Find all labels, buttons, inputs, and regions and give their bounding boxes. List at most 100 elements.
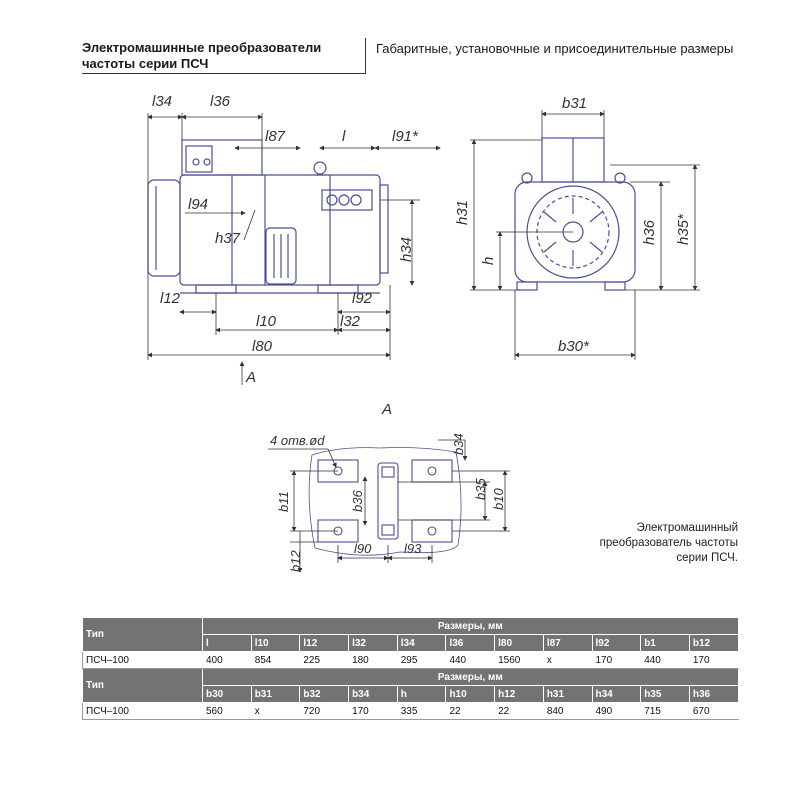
cell-value: 170 — [688, 651, 739, 669]
label-h35: h35* — [675, 213, 692, 245]
cell-value: 840 — [542, 702, 593, 720]
col-header: l80 — [494, 634, 544, 652]
label-h37: h37 — [215, 230, 241, 247]
cell-value: 440 — [445, 651, 496, 669]
label-l34: l34 — [152, 93, 172, 110]
col-header: h10 — [445, 685, 496, 703]
dimensions-table: Тип Размеры, мм l l10 l12 l32 l34 l36 l8… — [82, 617, 739, 720]
caption-line-3: серии ПСЧ. — [676, 552, 738, 564]
front-view — [514, 137, 636, 291]
cell-value: 225 — [299, 651, 350, 669]
label-arrow-a: A — [245, 369, 256, 386]
col-header: l92 — [591, 634, 642, 652]
header-divider — [365, 38, 366, 74]
detail-view-dimension-lines — [268, 439, 510, 573]
front-view-dimension-lines — [470, 110, 700, 360]
col-header: l — [202, 634, 252, 652]
label-b35: b35 — [473, 478, 488, 500]
side-view-labels: l34 l36 l87 l l91* l94 h37 h34 l12 l92 l… — [152, 93, 419, 386]
title-line-2: частоты серии ПСЧ — [82, 56, 209, 71]
table-row: ПСЧ–100 560 х 720 170 335 22 22 840 490 … — [82, 702, 739, 720]
label-b12: b12 — [288, 550, 303, 572]
col-header: h34 — [591, 685, 642, 703]
cell-value: х — [250, 702, 301, 720]
col-header: l34 — [396, 634, 447, 652]
label-l12: l12 — [160, 290, 181, 307]
side-view-dimension-lines — [147, 113, 441, 385]
cell-value: 170 — [591, 651, 642, 669]
type-header-2: Тип — [82, 668, 203, 703]
col-header: h31 — [542, 685, 593, 703]
col-header: h12 — [494, 685, 544, 703]
col-header: b32 — [299, 685, 350, 703]
col-header: h — [396, 685, 447, 703]
type-header-1: Тип — [82, 617, 203, 652]
col-header: l32 — [348, 634, 398, 652]
cell-value: 854 — [250, 651, 301, 669]
table-group-header-2: Тип Размеры, мм — [82, 668, 739, 703]
title-line-1: Электромашинные преобразователи — [82, 40, 322, 55]
cell-value: 670 — [688, 702, 739, 720]
label-b36: b36 — [350, 490, 365, 512]
document-title: Электромашинные преобразователи частоты … — [82, 40, 367, 72]
col-header: b30 — [202, 685, 252, 703]
table-row: ПСЧ–100 400 854 225 180 295 440 1560 х 1… — [82, 651, 739, 669]
label-b30: b30* — [558, 338, 590, 355]
table-column-header-2: b30 b31 b32 b34 h h10 h12 h31 h34 h35 h3… — [83, 685, 739, 703]
label-l10: l10 — [256, 313, 277, 330]
label-h34: h34 — [398, 237, 415, 262]
label-l87: l87 — [265, 128, 286, 145]
cell-value: 1560 — [494, 651, 544, 669]
row-type: ПСЧ–100 — [82, 702, 203, 720]
cell-value: 720 — [299, 702, 350, 720]
side-view — [147, 139, 389, 294]
table-group-header-1: Тип Размеры, мм — [82, 617, 739, 652]
label-b34: b34 — [451, 433, 466, 455]
label-l: l — [342, 128, 346, 145]
label-h36: h36 — [641, 219, 658, 245]
col-header: b12 — [688, 634, 739, 652]
label-l80: l80 — [252, 338, 273, 355]
cell-value: 180 — [348, 651, 398, 669]
cell-value: 22 — [494, 702, 544, 720]
col-header: h35 — [640, 685, 690, 703]
col-header: l12 — [299, 634, 350, 652]
col-header: l36 — [445, 634, 496, 652]
label-l36: l36 — [210, 93, 231, 110]
label-b31: b31 — [562, 95, 587, 112]
label-l93: l93 — [404, 541, 422, 556]
group-header-1: Размеры, мм — [202, 617, 739, 635]
label-h31: h31 — [454, 200, 471, 225]
cell-value: 715 — [640, 702, 690, 720]
cell-value: 440 — [640, 651, 690, 669]
label-b10: b10 — [491, 488, 506, 510]
label-b11: b11 — [276, 491, 291, 512]
col-header: b1 — [640, 634, 690, 652]
col-header: b31 — [250, 685, 301, 703]
cell-value: 295 — [396, 651, 447, 669]
row-type: ПСЧ–100 — [82, 651, 203, 669]
col-header: l10 — [250, 634, 301, 652]
cell-value: 22 — [445, 702, 496, 720]
col-header: l87 — [542, 634, 593, 652]
caption-line-2: преобразователь частоты — [599, 537, 738, 549]
label-l92: l92 — [352, 290, 373, 307]
label-l32: l32 — [340, 313, 361, 330]
col-header: b34 — [348, 685, 398, 703]
table-column-header-1: l l10 l12 l32 l34 l36 l80 l87 l92 b1 b12 — [83, 634, 739, 652]
cell-value: 170 — [348, 702, 398, 720]
figure-caption: Электромашинный преобразователь частоты … — [518, 521, 738, 566]
dimension-drawing: l34 l36 l87 l l91* l94 h37 h34 l12 l92 l… — [147, 93, 700, 573]
group-header-2: Размеры, мм — [202, 668, 739, 686]
label-holes: 4 отв.ød — [270, 433, 325, 448]
cell-value: 400 — [202, 651, 252, 669]
detail-title: A — [381, 401, 392, 418]
header-underline — [82, 73, 366, 74]
document-subtitle: Габаритные, установочные и присоединител… — [376, 41, 734, 56]
cell-value: 560 — [202, 702, 252, 720]
front-view-labels: b31 h31 h h36 h35* b30* — [454, 95, 692, 355]
cell-value: х — [542, 651, 593, 669]
label-l91: l91* — [392, 128, 419, 145]
detail-view — [308, 447, 462, 556]
label-l94: l94 — [188, 196, 208, 213]
